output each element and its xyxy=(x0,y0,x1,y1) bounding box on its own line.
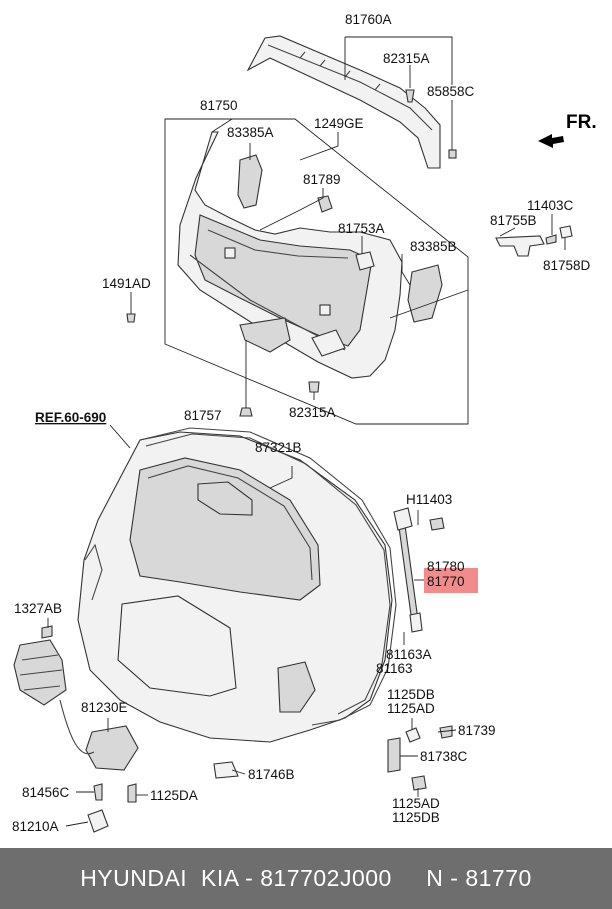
label-83385a: 83385A xyxy=(227,125,274,140)
label-81163: 81163 xyxy=(376,661,413,676)
label-81739: 81739 xyxy=(458,723,496,738)
bracket-81753a xyxy=(355,251,375,271)
label-81757: 81757 xyxy=(184,408,222,423)
label-87321b: 87321B xyxy=(255,440,302,455)
label-81738c: 81738C xyxy=(420,749,468,764)
label-1125ad-a: 1125AD xyxy=(387,701,435,716)
clip-81757 xyxy=(239,407,253,417)
handle-83385a xyxy=(237,154,263,209)
leader-lines-top xyxy=(344,36,453,150)
label-81789: 81789 xyxy=(303,172,341,187)
label-85858c: 85858C xyxy=(427,84,475,99)
label-ref-60-690: REF.60-690 xyxy=(35,410,106,425)
trim-panel-part xyxy=(177,131,403,379)
part-labels: 81760A 82315A 85858C FR. 81750 83385A 12… xyxy=(12,12,597,834)
highlight-box-81770 xyxy=(424,568,478,593)
clip-82315a-bottom xyxy=(308,381,320,393)
latch-81230e xyxy=(13,639,139,833)
label-81753a: 81753A xyxy=(338,221,385,236)
label-81230e: 81230E xyxy=(81,700,128,715)
cap-81758d xyxy=(559,225,573,239)
label-1125ad-b: 1125AD xyxy=(392,796,440,811)
leader-lines-trim xyxy=(130,118,566,408)
hinge-81738c xyxy=(387,725,453,791)
weatherstrip-87321b xyxy=(139,427,397,726)
label-1491ad: 1491AD xyxy=(102,276,151,291)
label-1125db-b: 1125DB xyxy=(392,810,440,825)
label-81746b: 81746B xyxy=(248,767,295,782)
label-11403c: 11403C xyxy=(527,198,574,213)
label-83385b: 83385B xyxy=(410,239,457,254)
label-front: FR. xyxy=(566,112,597,133)
label-81758d: 81758D xyxy=(543,258,591,273)
clip-81789 xyxy=(317,195,333,213)
gas-strut-81770 xyxy=(393,507,445,633)
stopper-81746b xyxy=(213,761,239,779)
label-81750: 81750 xyxy=(200,98,238,113)
trim-assembly-frame xyxy=(164,118,469,425)
leader-lines-lower xyxy=(47,424,457,827)
label-82315a-top: 82315A xyxy=(383,51,430,66)
clip-1491ad xyxy=(126,313,136,323)
label-1125da: 1125DA xyxy=(150,788,198,803)
grip-81755b xyxy=(495,235,545,257)
screw-11403c xyxy=(545,234,557,245)
label-81210a: 81210A xyxy=(12,819,59,834)
front-arrow-icon xyxy=(538,134,564,148)
handle-83385b xyxy=(407,264,443,323)
label-81755b: 81755B xyxy=(490,213,537,228)
label-1249ge: 1249GE xyxy=(314,116,364,131)
parts-diagram: 81760A 82315A 85858C FR. 81750 83385A 12… xyxy=(12,12,597,834)
nut-82315a-top xyxy=(405,89,415,103)
label-1125db-a: 1125DB xyxy=(387,687,435,702)
label-81163a: 81163A xyxy=(386,647,432,662)
clip-85858c xyxy=(448,149,457,159)
tailgate-panel-part xyxy=(77,431,393,743)
label-81780: 81780 xyxy=(427,559,465,574)
label-81760a: 81760A xyxy=(345,12,392,27)
rear-spoiler-part xyxy=(246,35,441,169)
label-82315a-bottom: 82315A xyxy=(289,405,336,420)
nut-1327ab xyxy=(41,625,53,639)
part-number-footer: HYUNDAI KIA - 817702J000 N - 81770 xyxy=(0,848,612,909)
label-81456c: 81456C xyxy=(22,785,70,800)
label-1327ab: 1327AB xyxy=(14,601,62,616)
weatherstrip-inner xyxy=(145,433,391,715)
label-h11403: H11403 xyxy=(406,492,452,507)
label-81770: 81770 xyxy=(427,574,465,589)
footer-text: HYUNDAI KIA - 817702J000 N - 81770 xyxy=(80,865,532,891)
